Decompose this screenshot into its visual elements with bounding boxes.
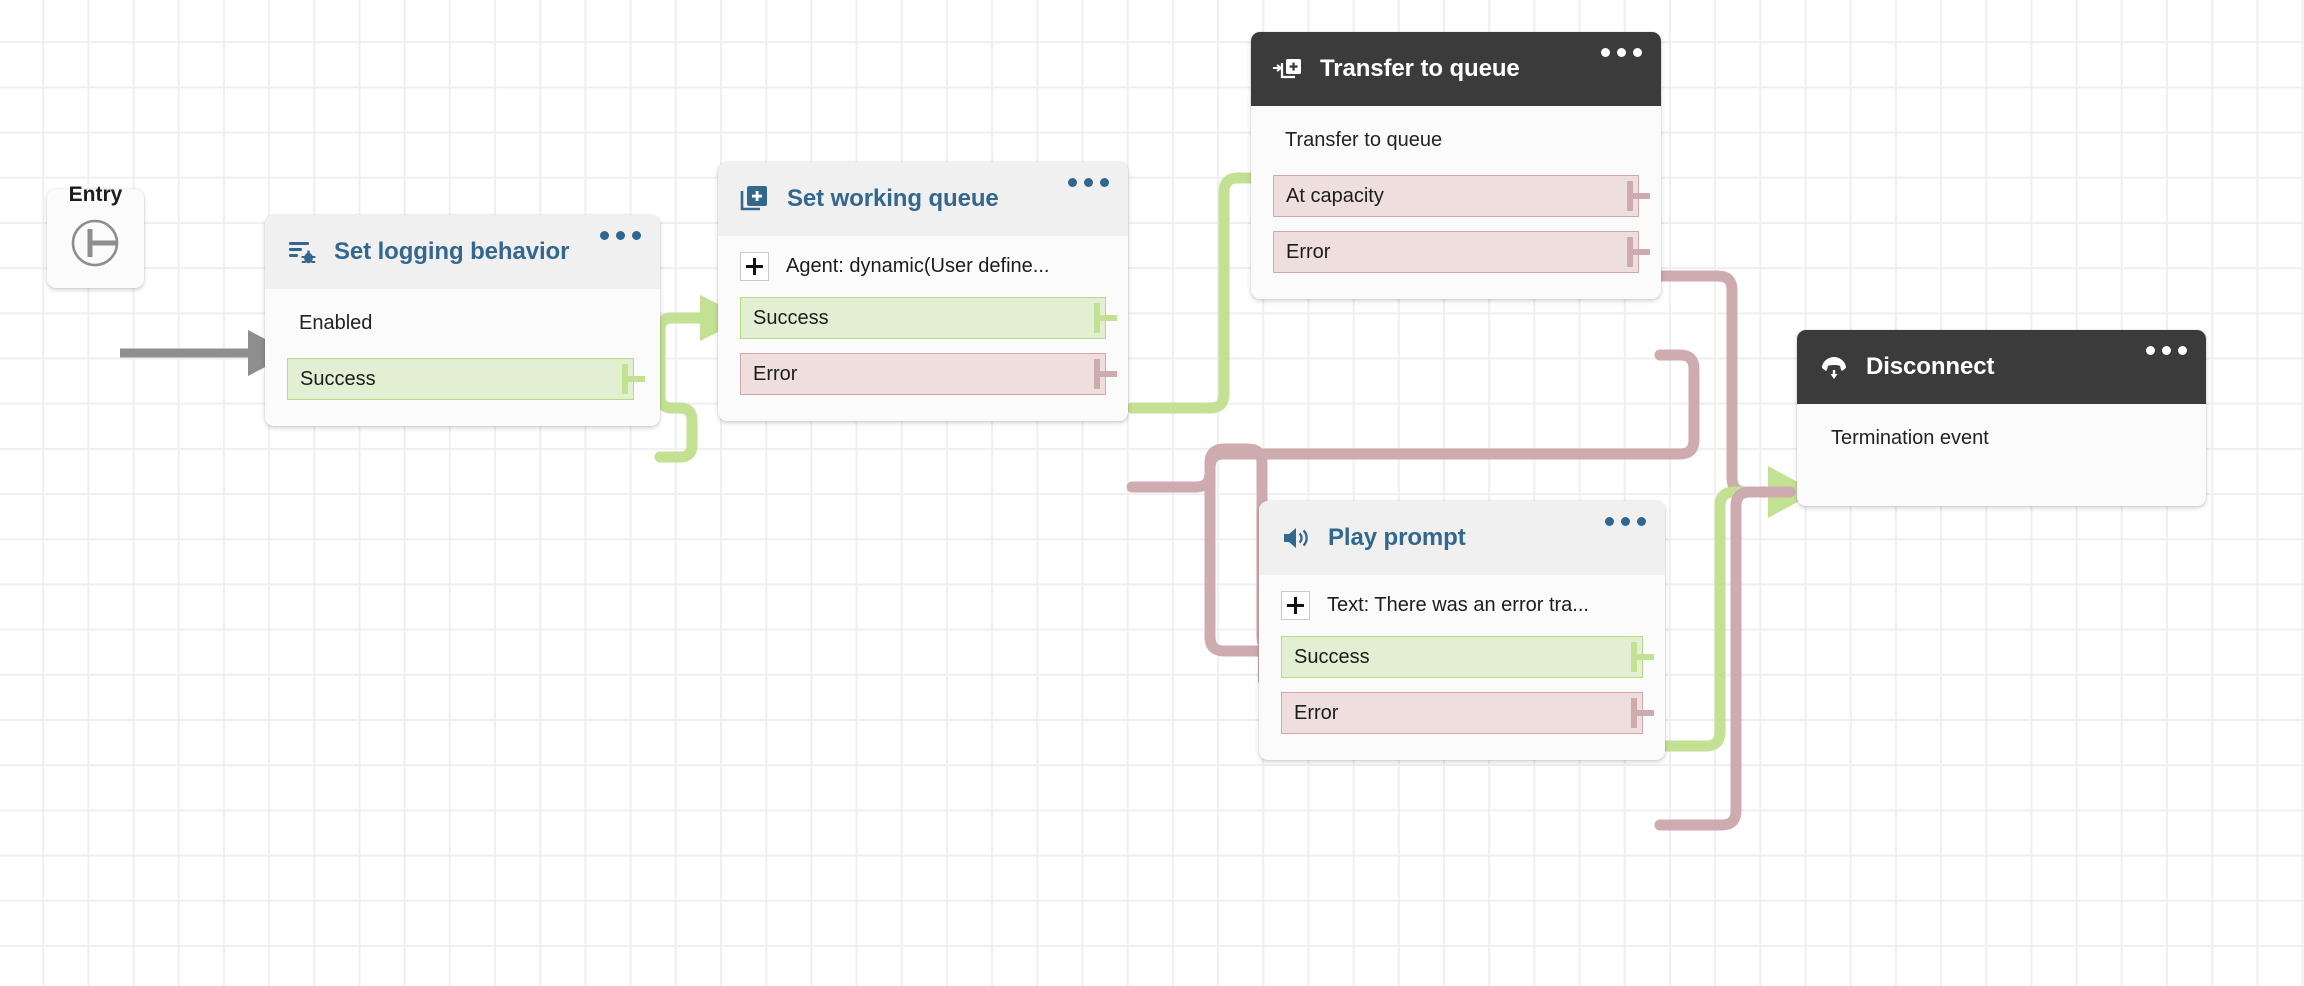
node-header[interactable]: Disconnect: [1797, 330, 2206, 404]
node-disconnect[interactable]: Disconnect Termination event: [1797, 330, 2206, 506]
more-options-icon[interactable]: [1605, 517, 1646, 526]
port-connector-stub[interactable]: [1631, 698, 1654, 728]
port-success[interactable]: Success: [287, 358, 645, 400]
node-parameter[interactable]: Agent: dynamic(User define...: [718, 236, 1128, 297]
port-label: At capacity: [1286, 184, 1384, 207]
node-play-prompt[interactable]: Play prompt Text: There was an error tra…: [1259, 501, 1665, 760]
node-parameter[interactable]: Text: There was an error tra...: [1259, 575, 1665, 636]
port-connector-stub[interactable]: [1627, 237, 1650, 267]
node-set-working-queue[interactable]: Set working queue Agent: dynamic(User de…: [718, 162, 1128, 421]
add-parameter-icon[interactable]: [1281, 591, 1310, 620]
port-label: Error: [1286, 240, 1331, 263]
node-header[interactable]: Transfer to queue: [1251, 32, 1661, 106]
wire-playprompt-error-to-disconnect: [1654, 486, 1796, 831]
node-title: Transfer to queue: [1320, 54, 1520, 82]
more-options-icon[interactable]: [600, 231, 641, 240]
logging-bug-icon: [289, 242, 316, 264]
port-success[interactable]: Success: [1281, 636, 1654, 678]
node-body: Text: There was an error tra... Success …: [1259, 575, 1665, 760]
node-ports: Success: [265, 358, 660, 426]
more-options-icon[interactable]: [2146, 346, 2187, 355]
port-error[interactable]: Error: [1281, 692, 1654, 734]
node-header[interactable]: Set working queue: [718, 162, 1128, 236]
speaker-icon: [1284, 528, 1308, 548]
port-connector-stub[interactable]: [1094, 303, 1117, 333]
node-title: Set working queue: [787, 184, 999, 212]
node-body: Transfer to queue At capacity Error: [1251, 106, 1661, 299]
transfer-queue-icon: [1273, 59, 1301, 79]
node-body: Termination event: [1797, 404, 2206, 506]
more-options-icon[interactable]: [1601, 48, 1642, 57]
node-title: Set logging behavior: [334, 237, 570, 265]
node-parameter: Transfer to queue: [1285, 129, 1443, 151]
node-body: Agent: dynamic(User define... Success Er…: [718, 236, 1128, 421]
node-ports: Success Error: [718, 297, 1128, 421]
node-transfer-to-queue[interactable]: Transfer to queue Transfer to queue At c…: [1251, 32, 1661, 299]
add-parameter-icon[interactable]: [740, 252, 769, 281]
wire-playprompt-success-to-disconnect: [1654, 466, 1816, 752]
node-ports: Success Error: [1259, 636, 1665, 760]
port-at-capacity[interactable]: At capacity: [1273, 175, 1650, 217]
port-success[interactable]: Success: [740, 297, 1117, 339]
phone-hangup-icon: [1822, 357, 1846, 379]
node-header[interactable]: Set logging behavior: [265, 215, 660, 289]
entry-node[interactable]: [47, 189, 144, 288]
node-parameter-label: Agent: dynamic(User define...: [786, 255, 1050, 277]
port-connector-stub[interactable]: [1631, 642, 1654, 672]
entry-circle-icon: [71, 219, 119, 267]
more-options-icon[interactable]: [1068, 178, 1109, 187]
node-parameter: Enabled: [299, 312, 373, 334]
port-connector-stub[interactable]: [1627, 181, 1650, 211]
node-title: Play prompt: [1328, 523, 1466, 551]
port-label: Success: [1294, 645, 1370, 668]
node-body: Enabled Success: [265, 289, 660, 426]
node-ports: At capacity Error: [1251, 175, 1661, 299]
entry-label: Entry: [68, 183, 123, 206]
port-error[interactable]: Error: [1273, 231, 1650, 273]
port-label: Success: [753, 306, 829, 329]
port-error[interactable]: Error: [740, 353, 1117, 395]
port-label: Error: [753, 362, 798, 385]
port-connector-stub[interactable]: [622, 364, 645, 394]
node-header[interactable]: Play prompt: [1259, 501, 1665, 575]
port-label: Error: [1294, 701, 1339, 724]
node-set-logging-behavior[interactable]: Set logging behavior Enabled Success: [265, 215, 660, 426]
node-parameter-label: Text: There was an error tra...: [1327, 594, 1589, 616]
wire-transfer-atcapacity-to-disconnect: [1654, 270, 1774, 498]
port-connector-stub[interactable]: [1094, 359, 1117, 389]
port-label: Success: [300, 367, 376, 390]
node-title: Disconnect: [1866, 352, 1995, 380]
queue-add-icon: [740, 186, 767, 211]
node-parameter: Termination event: [1831, 427, 1989, 449]
